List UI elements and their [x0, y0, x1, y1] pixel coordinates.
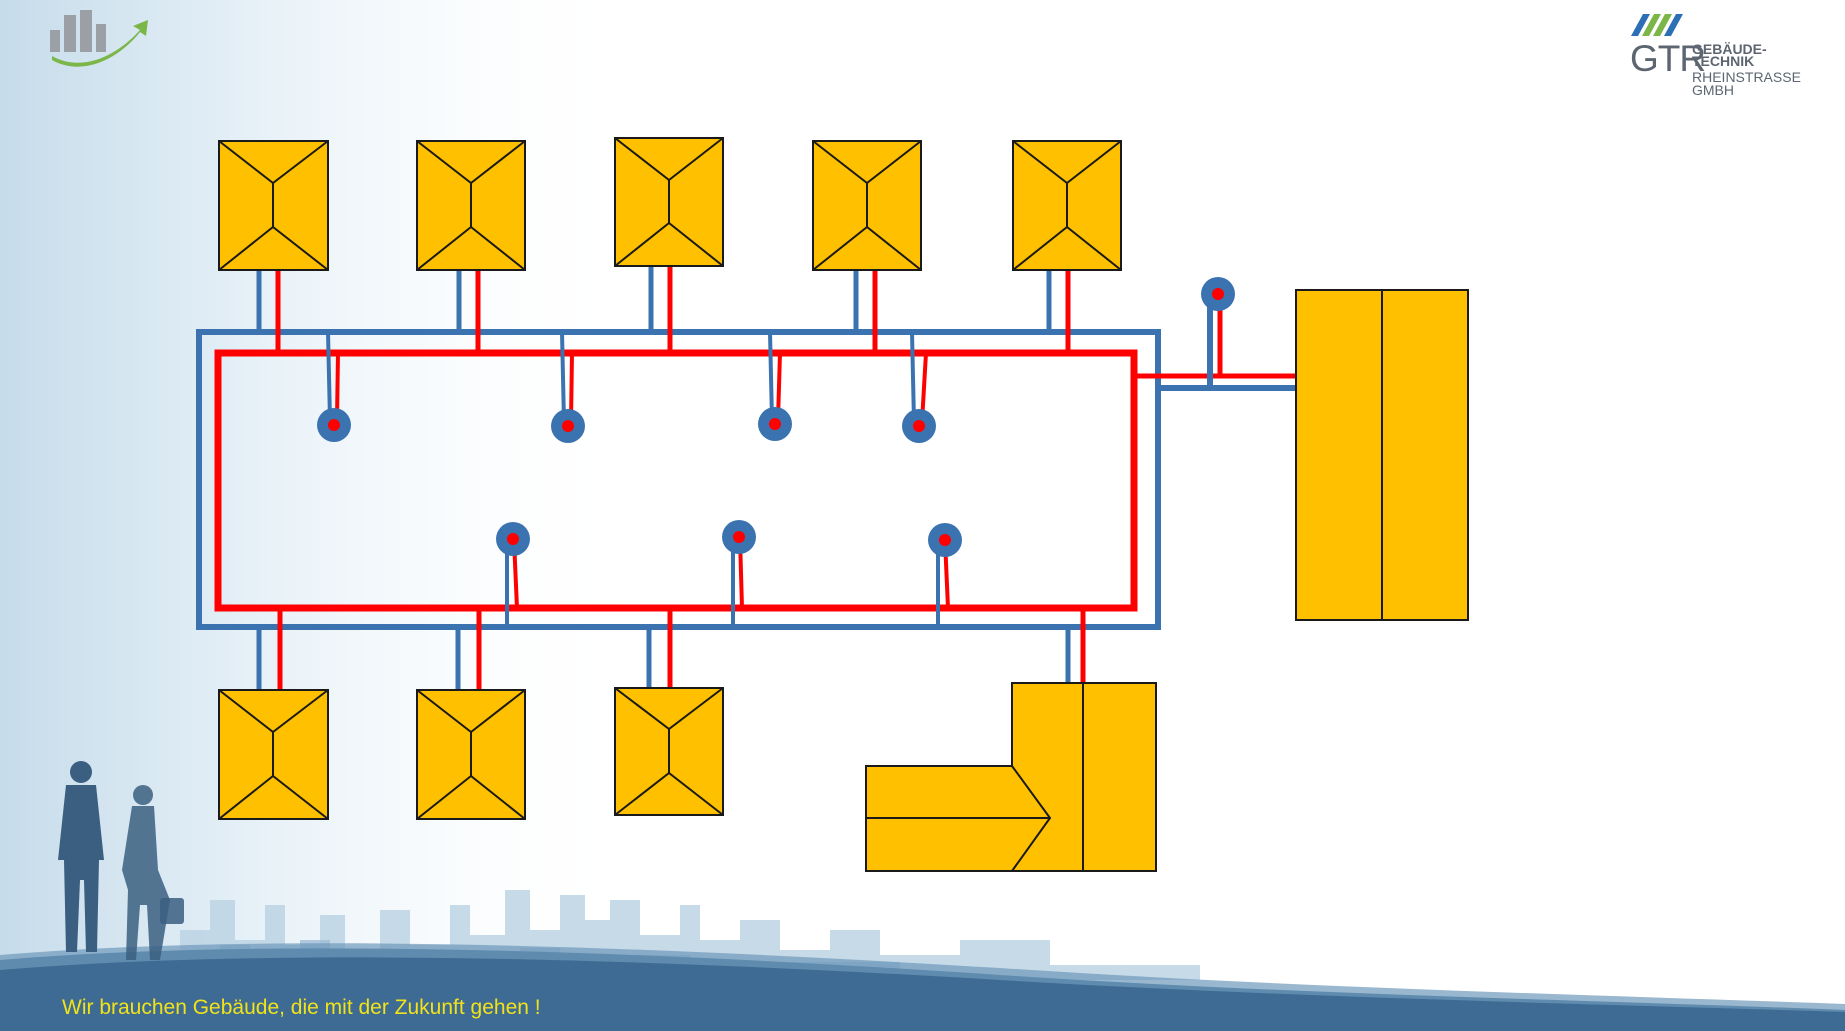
bottom-buildings	[219, 688, 723, 819]
consumer-node	[317, 408, 351, 442]
building	[219, 690, 328, 819]
building	[615, 138, 723, 266]
consumer-node	[902, 409, 936, 443]
footer-slogan: Wir brauchen Gebäude, die mit der Zukunf…	[62, 996, 541, 1020]
consumer-node	[1201, 277, 1235, 311]
consumer-node	[551, 409, 585, 443]
building	[417, 690, 525, 819]
building	[417, 141, 525, 270]
gtr-logo-line2: TECHNIK	[1692, 54, 1754, 68]
building	[1013, 141, 1121, 270]
consumer-node	[928, 523, 962, 557]
building	[219, 141, 328, 270]
building	[813, 141, 921, 270]
l-shaped-building	[866, 683, 1156, 871]
gtr-company-logo: GTR GEBÄUDE- TECHNIK RHEINSTRASSE GMBH	[1626, 10, 1816, 105]
consumer-node	[722, 520, 756, 554]
consumer-node	[496, 522, 530, 556]
consumer-node	[758, 407, 792, 441]
building	[615, 688, 723, 815]
gtr-logo-line4: GMBH	[1692, 83, 1734, 97]
heating-center-building	[1296, 290, 1468, 620]
